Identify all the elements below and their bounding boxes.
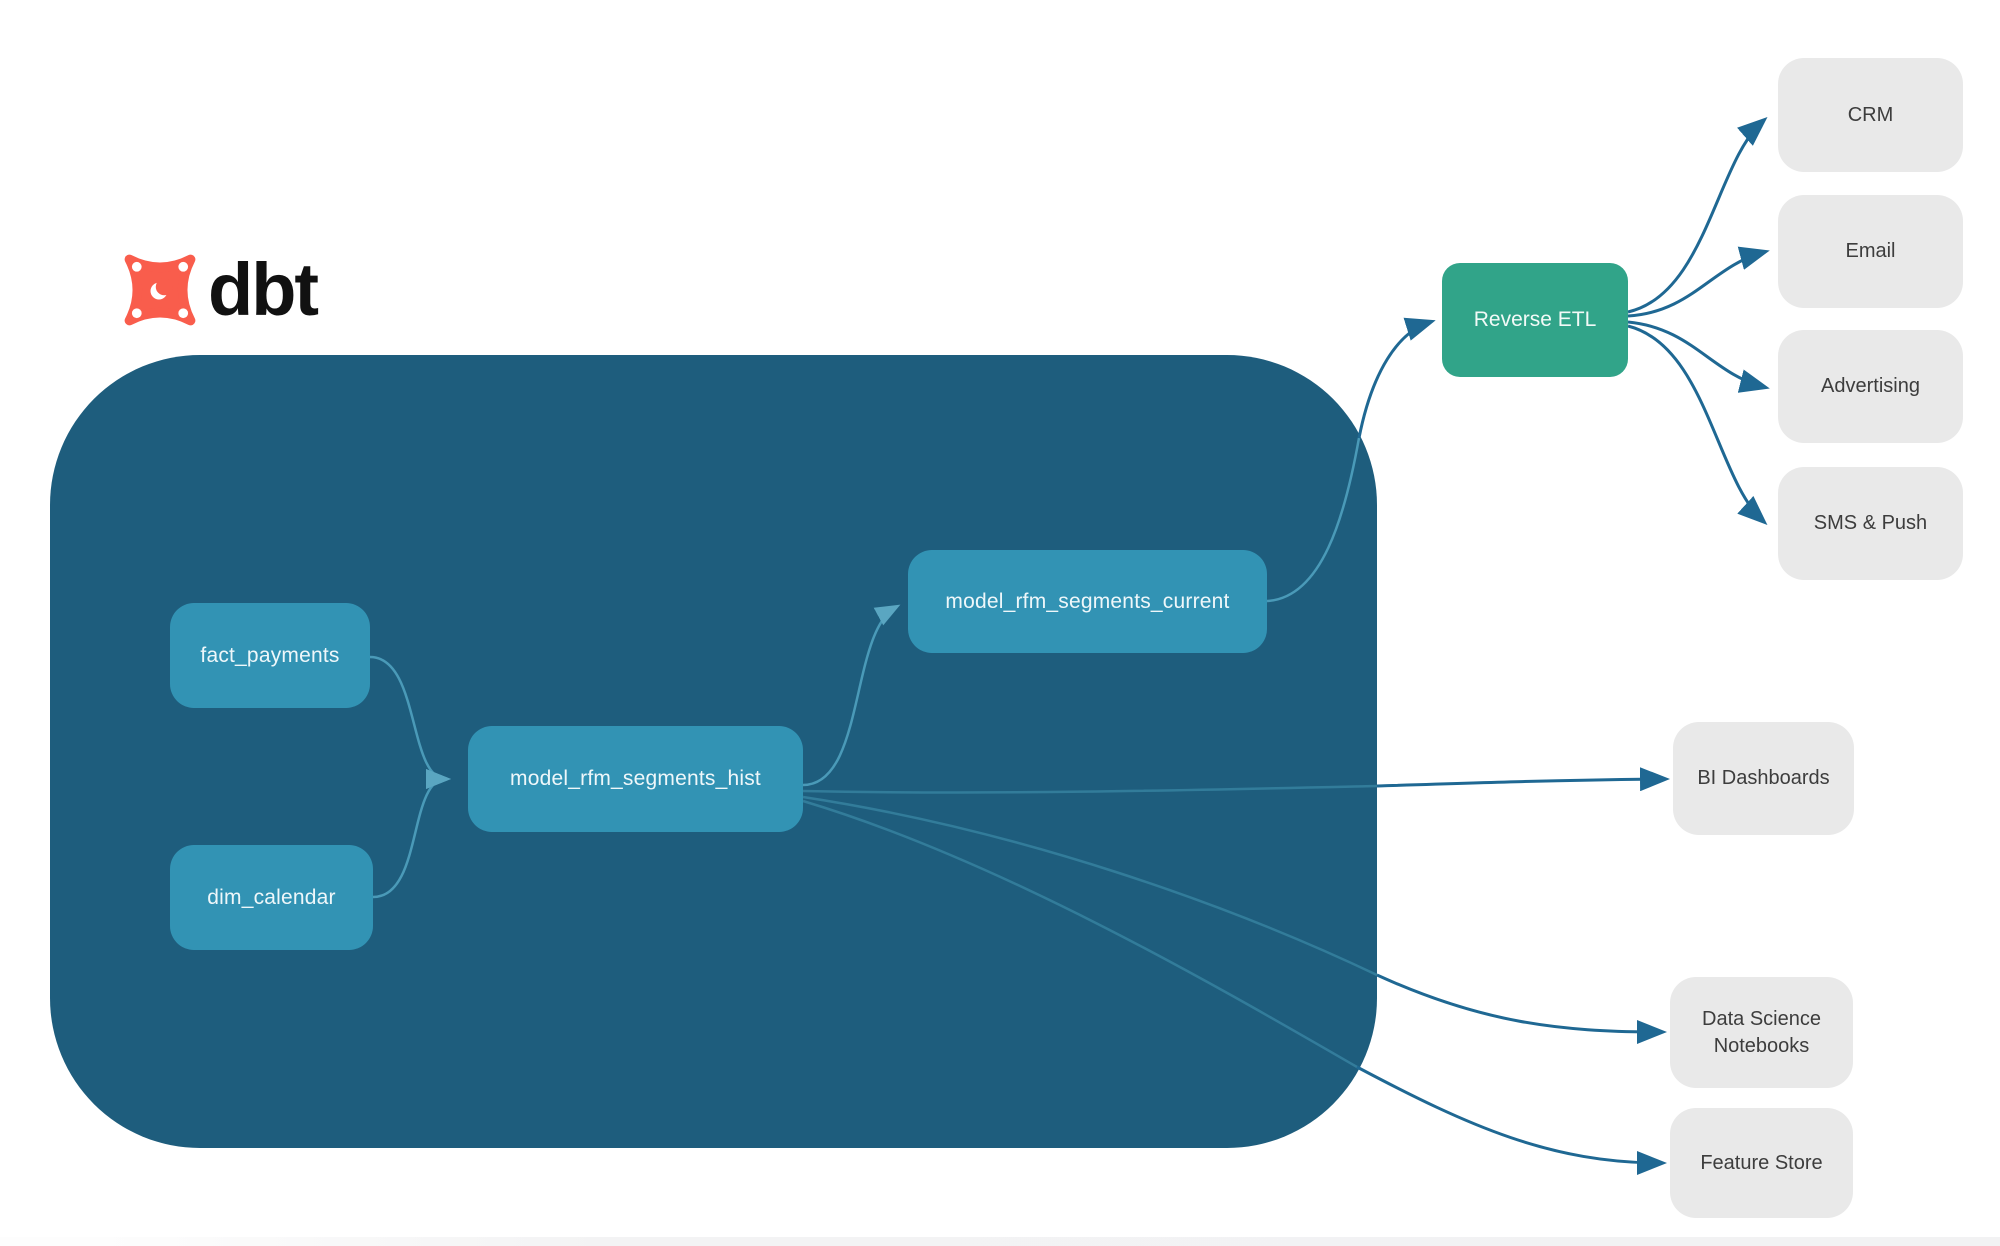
edge-retl-to-sms (1627, 324, 1768, 526)
edge-retl-to-email (1627, 246, 1770, 318)
edge-boundary-to-reverse-etl (1357, 317, 1436, 439)
node-model-rfm-segments-hist: model_rfm_segments_hist (468, 726, 803, 832)
destination-advertising: Advertising (1778, 330, 1963, 443)
destination-email: Email (1778, 195, 1963, 308)
edge-to-bi-dashboards (1376, 767, 1670, 792)
destination-data-science-notebooks: Data Science Notebooks (1670, 977, 1853, 1088)
destination-label: SMS & Push (1813, 512, 1928, 534)
destination-feature-store: Feature Store (1670, 1108, 1853, 1218)
node-fact-payments: fact_payments (170, 603, 370, 708)
edge-retl-to-advertising (1627, 320, 1770, 393)
destination-label: Data Science Notebooks (1702, 1007, 1821, 1057)
node-label: Reverse ETL (1473, 308, 1597, 331)
node-label: model_rfm_segments_current (945, 589, 1230, 613)
node-label: model_rfm_segments_hist (510, 767, 761, 790)
destination-label: Feature Store (1700, 1151, 1823, 1174)
edge-retl-to-crm (1627, 117, 1768, 314)
dbt-logo-icon (122, 252, 198, 333)
bottom-edge-shading (0, 1237, 2000, 1246)
destination-label: Advertising (1821, 375, 1920, 397)
node-reverse-etl: Reverse ETL (1442, 263, 1628, 377)
destination-bi-dashboards: BI Dashboards (1673, 722, 1854, 835)
node-model-rfm-segments-current: model_rfm_segments_current (908, 550, 1267, 653)
destination-label: Email (1845, 240, 1896, 262)
dbt-logo-wordmark: dbt (208, 247, 319, 331)
node-dim-calendar: dim_calendar (170, 845, 373, 950)
edge-to-data-science (1376, 973, 1667, 1044)
node-label: fact_payments (200, 643, 340, 667)
destination-sms-push: SMS & Push (1778, 467, 1963, 580)
dbt-logo: dbt (122, 247, 319, 333)
destination-label: CRM (1847, 103, 1894, 126)
destination-crm: CRM (1778, 58, 1963, 172)
destination-label: BI Dashboards (1697, 767, 1830, 789)
node-label: dim_calendar (207, 885, 336, 909)
edge-to-feature-store (1356, 1065, 1667, 1175)
